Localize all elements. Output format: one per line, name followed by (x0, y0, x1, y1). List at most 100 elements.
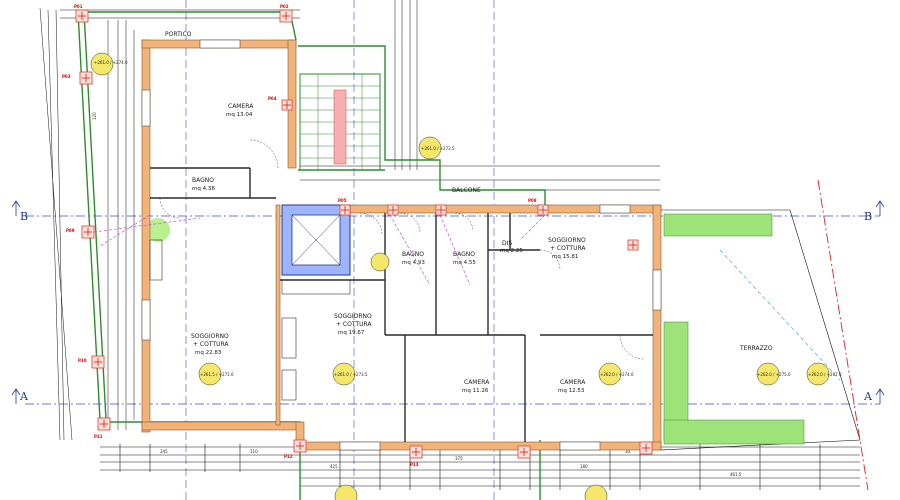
staircase (281, 73, 381, 276)
point-marker-p11: P11 (94, 417, 111, 439)
svg-text:+262.0 / +267.0: +262.0 / +267.0 (808, 372, 842, 377)
room-name: SOGGIORNO (548, 237, 586, 244)
point-marker-p14 (517, 445, 531, 459)
dim-text: 110 (250, 449, 258, 454)
level-marker: +262.0 / +274.0 (598, 362, 634, 386)
point-marker-p10: P10 (78, 355, 105, 369)
room-soggiorno-1: SOGGIORNO + COTTURA mq 22.83 (191, 333, 229, 356)
room-name: BAGNO (402, 251, 424, 258)
section-letter: B (20, 210, 28, 223)
point-marker-right (627, 239, 639, 251)
svg-text:+262.0 / +275.0: +262.0 / +275.0 (757, 372, 791, 377)
room-subname: + COTTURA (550, 245, 586, 252)
room-area: mq 19.67 (338, 330, 365, 336)
room-bagno-1: BAGNO mq 4.38 (192, 177, 215, 192)
room-name: BAGNO (453, 251, 475, 258)
section-letter: B (864, 210, 872, 223)
room-name: BAGNO (192, 177, 214, 184)
leader-lines (93, 214, 546, 286)
room-area: mq 13.04 (226, 112, 253, 118)
point-marker-p02: P02 (279, 4, 293, 23)
point-marker-p07 (435, 204, 447, 216)
level-marker: +262.0 / +275.0 (756, 362, 791, 386)
svg-text:P02: P02 (280, 4, 289, 9)
dimension-texts: 345 110 375 461.5 30 180 425 120 (92, 112, 742, 477)
room-name: SOGGIORNO (334, 313, 372, 320)
point-marker-p01: P01 (74, 4, 89, 23)
svg-text:+261.0 / +273.5: +261.0 / +273.5 (421, 146, 455, 151)
point-marker-p03: P03 (62, 71, 93, 85)
svg-text:+261.5 / +271.0: +261.5 / +271.0 (200, 372, 234, 377)
section-axes (25, 0, 880, 500)
room-area: mq 2.25 (500, 248, 523, 254)
room-portico: PORTICO (165, 31, 192, 38)
room-soggiorno-3: SOGGIORNO + COTTURA mq 15.81 (548, 237, 586, 260)
level-marker (370, 252, 390, 272)
svg-text:P13: P13 (410, 462, 419, 467)
room-area: mq 12.53 (558, 388, 585, 394)
dim-text: 30 (625, 449, 631, 454)
room-name: DIS (502, 240, 512, 247)
section-label-a-left: A (11, 388, 29, 404)
dim-text: 180 (580, 464, 588, 469)
room-balcone: BALCONE (452, 187, 481, 194)
svg-text:P01: P01 (74, 4, 83, 9)
svg-text:P04: P04 (268, 96, 277, 101)
room-labels: PORTICO CAMERA mq 13.04 BAGNO mq 4.38 SO… (165, 31, 773, 394)
windows (141, 39, 662, 451)
dim-text: 425 (330, 464, 338, 469)
point-markers: P01 P02 P03 P04 P09 P10 (62, 4, 653, 467)
dimension-lines (39, 0, 860, 490)
section-letter: A (863, 390, 873, 403)
room-area: mq 22.83 (195, 350, 222, 356)
room-bagno-2: BAGNO mq 4.93 (402, 251, 425, 266)
room-area: mq 4.38 (192, 186, 215, 192)
level-marker: +262.0 / +267.0 (806, 362, 842, 386)
svg-text:P12: P12 (284, 454, 293, 459)
section-letter: A (19, 390, 29, 403)
hedges (146, 213, 805, 445)
dim-text: 345 (160, 449, 168, 454)
room-area: mq 4.93 (402, 260, 425, 266)
svg-text:P03: P03 (62, 74, 71, 79)
room-name: CAMERA (228, 103, 254, 110)
room-area: mq 15.81 (552, 254, 578, 260)
point-marker-p12: P12 (284, 439, 307, 459)
point-marker-p06 (387, 204, 399, 216)
dim-text: 375 (455, 456, 463, 461)
point-marker-p08: P08 (528, 198, 549, 216)
room-camera-1: CAMERA mq 13.04 (226, 103, 254, 118)
svg-text:+262.0 / +274.0: +262.0 / +274.0 (600, 372, 634, 377)
level-marker: +261.0 / +273.5 (418, 136, 455, 160)
room-name: CAMERA (464, 379, 490, 386)
level-marker (584, 484, 608, 500)
level-marker: +261.0 / +274.0 (90, 52, 128, 76)
room-disimpegno: DIS mq 2.25 (500, 240, 523, 254)
dim-text: 461.5 (730, 472, 742, 477)
section-label-b-left: B (11, 200, 28, 223)
room-name: TERRAZZO (739, 345, 773, 352)
room-area: mq 4.55 (453, 260, 476, 266)
svg-text:P09: P09 (66, 228, 75, 233)
level-marker: +261.5 / +271.0 (198, 362, 234, 386)
room-area: mq 11.26 (462, 388, 489, 394)
level-marker (334, 484, 358, 500)
room-name: PORTICO (165, 31, 192, 38)
room-name: SOGGIORNO (191, 333, 229, 340)
svg-text:+261.0 / +273.5: +261.0 / +273.5 (334, 372, 368, 377)
room-subname: + COTTURA (336, 321, 372, 328)
point-marker-p09: P09 (66, 225, 95, 239)
svg-text:+261.0 / +274.0: +261.0 / +274.0 (94, 60, 128, 65)
kitchen-counters (149, 239, 351, 401)
room-soggiorno-2: SOGGIORNO + COTTURA mq 19.67 (334, 313, 372, 336)
door-swings (159, 139, 645, 360)
room-camera-2: CAMERA mq 11.26 (462, 379, 490, 394)
level-markers: +261.0 / +274.0 +261.0 / +273.5 +261.5 /… (90, 52, 842, 500)
svg-text:P08: P08 (528, 198, 537, 203)
room-camera-3: CAMERA mq 12.53 (558, 379, 586, 394)
svg-text:P10: P10 (78, 358, 87, 363)
dim-text: 120 (92, 112, 97, 120)
point-marker-p13: P13 (409, 445, 423, 467)
room-subname: + COTTURA (193, 341, 229, 348)
